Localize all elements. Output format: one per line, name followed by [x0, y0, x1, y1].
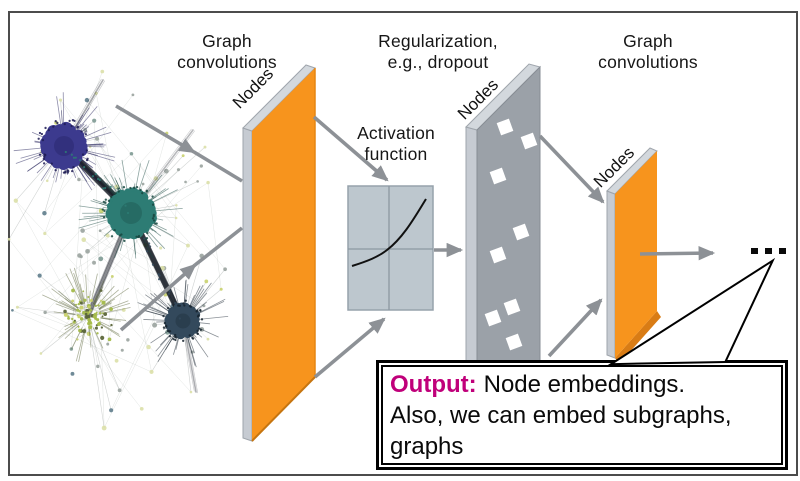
flow-arrow: [538, 134, 605, 204]
dropout-hole: [489, 167, 507, 185]
output-prefix: Output:: [390, 371, 477, 398]
ellipsis-icon: [751, 248, 786, 254]
flow-arrow: [547, 298, 603, 358]
label-regularization-dropout: Regularization, e.g., dropout: [378, 31, 498, 72]
dropout-hole: [496, 118, 514, 136]
flow-arrow: [119, 263, 197, 332]
output-bubble-inner: Output:Node embeddings. Also, we can emb…: [381, 365, 783, 465]
flow-arrow: [313, 317, 386, 379]
dropout-hole: [520, 132, 538, 150]
label-graph-convolutions-left: Graph convolutions: [177, 31, 277, 72]
flow-arrow-shaft: [193, 226, 244, 267]
output-line1-text: Node embeddings.: [483, 371, 686, 398]
dropout-layer: [465, 63, 541, 431]
panel-bottom-edge: [251, 376, 316, 442]
activation-curve: [351, 198, 427, 267]
slide-border: [8, 11, 798, 476]
label-graph-convolutions-right: Graph convolutions: [598, 31, 698, 72]
label-activation-function: Activation function: [357, 123, 435, 164]
dropout-hole: [503, 298, 521, 316]
panel-side-face: [242, 127, 253, 442]
dropout-hole: [505, 333, 523, 351]
dropout-hole: [489, 246, 507, 264]
panel-side-face: [606, 190, 616, 359]
panel-front-face: [252, 68, 315, 441]
output-line-2: Also, we can embed subgraphs, graphs: [390, 402, 732, 460]
flow-arrow: [115, 104, 196, 154]
flow-arrow: [312, 115, 389, 182]
dropout-hole: [484, 309, 502, 327]
flow-arrow-shaft: [193, 150, 243, 183]
community-graph-image: [7, 69, 229, 431]
activation-function-box: [347, 185, 434, 311]
output-line-1: Output:Node embeddings.: [390, 369, 777, 400]
dropout-holes: [484, 118, 538, 351]
output-bubble: Output:Node embeddings. Also, we can emb…: [376, 360, 788, 470]
flow-arrows-conv2: [538, 134, 605, 358]
graph-convolution-layer-1: [242, 64, 316, 442]
flow-arrow: [639, 245, 716, 261]
dropout-hole: [512, 223, 530, 241]
flow-arrows-activation: [312, 115, 389, 379]
flow-arrows-input: [115, 104, 244, 332]
